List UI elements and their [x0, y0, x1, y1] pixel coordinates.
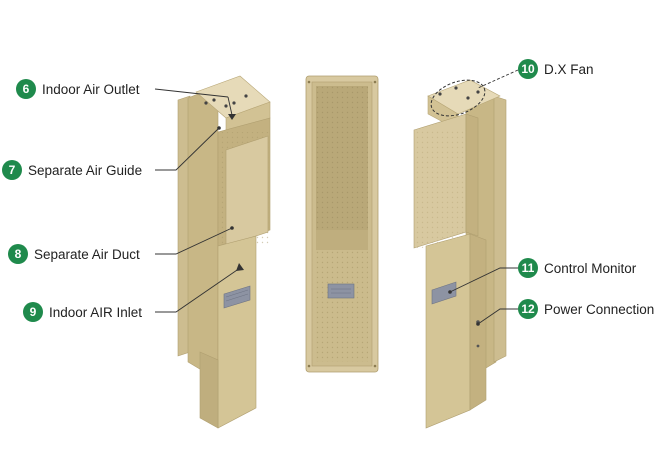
- callout-number-badge: 11: [518, 258, 538, 278]
- callout-label: Separate Air Guide: [28, 162, 143, 178]
- leader-11: [449, 267, 518, 293]
- callout-indoor-air-inlet: 9 Indoor AIR Inlet: [23, 302, 142, 322]
- callout-label: Control Monitor: [544, 260, 637, 276]
- middle-cabinet: [305, 75, 379, 373]
- leader-7: [155, 127, 220, 171]
- callout-label: Separate Air Duct: [34, 246, 140, 262]
- callout-label: Indoor Air Outlet: [42, 81, 140, 97]
- callout-indoor-air-outlet: 6 Indoor Air Outlet: [16, 79, 140, 99]
- callout-number-badge: 7: [2, 160, 22, 180]
- right-cabinet: [413, 79, 507, 429]
- callout-label: Indoor AIR Inlet: [49, 304, 143, 320]
- callout-label: D.X Fan: [544, 61, 594, 77]
- callout-number-badge: 12: [518, 299, 538, 319]
- leader-8: [155, 227, 233, 255]
- callout-number-badge: 10: [518, 59, 538, 79]
- leader-6: [154, 88, 229, 98]
- callout-number-badge: 6: [16, 79, 36, 99]
- callout-dx-fan: 10 D.X Fan: [518, 59, 594, 79]
- callout-control-monitor: 11 Control Monitor: [518, 258, 636, 278]
- fan-highlight-ellipse: [430, 79, 486, 117]
- leader-9: [155, 267, 241, 313]
- callout-power-connection: 12 Power Connection: [518, 299, 654, 319]
- callout-number-badge: 9: [23, 302, 43, 322]
- callout-number-badge: 8: [8, 244, 28, 264]
- callout-separate-air-duct: 8 Separate Air Duct: [8, 244, 140, 264]
- leader-lines: [154, 69, 519, 326]
- callout-label: Power Connection: [544, 301, 655, 317]
- leader-10: [477, 69, 519, 89]
- leader-12: [477, 308, 518, 325]
- left-cabinet: [177, 75, 271, 429]
- callout-separate-air-guide: 7 Separate Air Guide: [2, 160, 142, 180]
